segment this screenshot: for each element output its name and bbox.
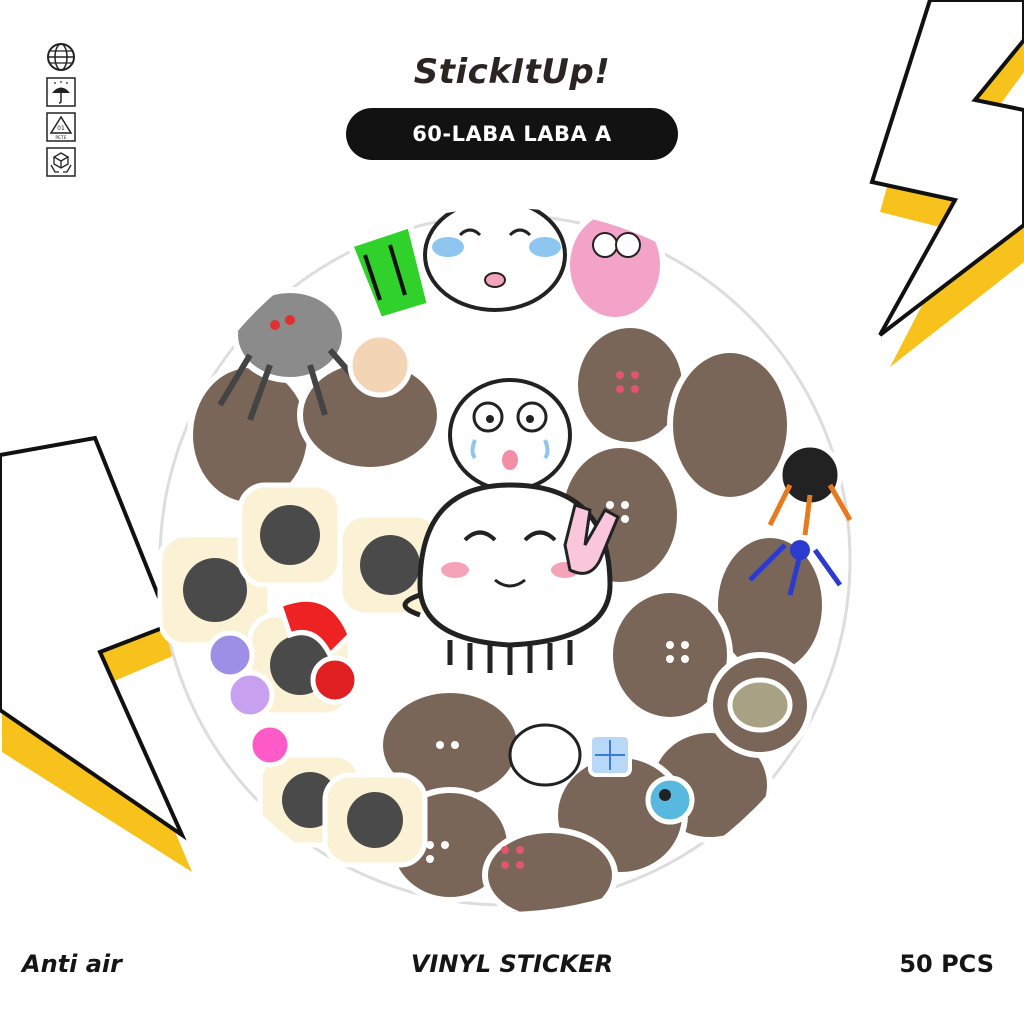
globe-icon bbox=[46, 42, 76, 72]
product-code-label: 60-LABA LABA A bbox=[412, 122, 612, 146]
footer-vinyl-sticker: VINYL STICKER bbox=[410, 950, 614, 978]
sticker-collage-illustration bbox=[157, 208, 853, 912]
left-lightning-bolt bbox=[0, 435, 192, 872]
footer-anti-air: Anti air bbox=[22, 950, 122, 978]
top-right-lightning-bolt bbox=[869, 0, 1024, 367]
umbrella-rain-icon bbox=[46, 77, 76, 107]
footer-piece-count: 50 PCS bbox=[899, 950, 994, 978]
product-code-pill: 60-LABA LABA A bbox=[346, 108, 678, 160]
brand-logo: StickItUp! bbox=[413, 52, 611, 92]
recycle-number: 01 bbox=[57, 125, 65, 132]
recycle-material: PETE bbox=[55, 135, 66, 141]
package-hands-icon bbox=[46, 147, 76, 177]
